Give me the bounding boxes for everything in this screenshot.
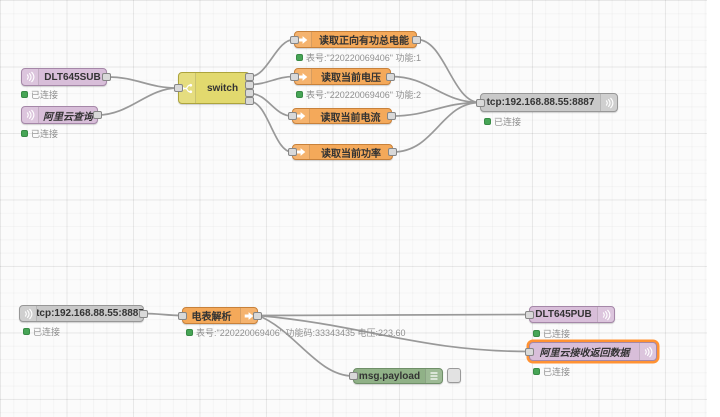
node-label: msg.payload <box>358 370 421 382</box>
node-status: 表号:"220220069406" 功能:2 <box>296 88 421 101</box>
node-label: tcp:192.168.88.55:8887 <box>37 308 143 319</box>
bridge-icon <box>22 69 39 85</box>
output-port[interactable] <box>139 309 148 318</box>
wire[interactable] <box>257 314 530 353</box>
wire[interactable] <box>249 100 293 153</box>
node-dlt645sub[interactable]: DLT645SUB <box>21 68 111 86</box>
node-label: 读取当前电流 <box>320 112 381 124</box>
output-port[interactable] <box>102 73 111 81</box>
wire[interactable] <box>416 38 481 104</box>
node-read-voltage[interactable]: 读取当前电压 <box>290 68 395 85</box>
bridge-icon <box>597 307 614 322</box>
node-label: 阿里云接收返回数据 <box>539 348 630 359</box>
node-label: 读取当前电压 <box>321 73 381 84</box>
bridge-icon <box>20 306 37 321</box>
arrow-right-icon <box>293 145 310 159</box>
arrow-right-icon <box>295 32 312 47</box>
node-label: 电表解析 <box>191 312 232 323</box>
switch-icon <box>179 73 196 103</box>
node-status: 已连接 <box>23 325 60 338</box>
output-port-3[interactable] <box>245 89 254 97</box>
status-dot-connected <box>484 118 491 125</box>
input-port[interactable] <box>476 98 485 107</box>
input-port[interactable] <box>349 372 358 380</box>
node-label: tcp:192.168.88.55:8887 <box>486 97 595 108</box>
input-port[interactable] <box>288 148 297 156</box>
node-switch[interactable]: switch <box>174 72 254 105</box>
status-dot-connected <box>296 54 303 61</box>
arrow-right-icon <box>293 109 310 123</box>
node-status: 已连接 <box>484 115 521 128</box>
status-dot-connected <box>186 329 193 336</box>
status-dot-connected <box>23 328 30 335</box>
node-tcp-in[interactable]: tcp:192.168.88.55:8887 <box>19 305 148 322</box>
debug-toggle-button[interactable] <box>447 368 461 383</box>
node-status: 已连接 <box>533 365 570 378</box>
node-debug[interactable]: msg.payload <box>349 368 443 384</box>
status-dot-connected <box>21 91 28 98</box>
input-port[interactable] <box>525 310 534 319</box>
input-port[interactable] <box>288 112 297 120</box>
status-dot-connected <box>21 130 28 137</box>
node-aliyun-query[interactable]: 阿里云查询 <box>21 106 102 124</box>
node-label: 阿里云查询 <box>43 111 93 123</box>
input-port[interactable] <box>525 347 534 356</box>
wire[interactable] <box>392 101 481 153</box>
node-status: 表号:"220220069406" 功能:1 <box>296 51 421 64</box>
node-label: DLT645SUB <box>44 71 101 83</box>
output-port-2[interactable] <box>245 81 254 89</box>
node-label: 读取当前功率 <box>321 148 381 160</box>
wire[interactable] <box>391 101 481 117</box>
input-port[interactable] <box>178 311 187 320</box>
output-port[interactable] <box>412 35 421 44</box>
wire[interactable] <box>97 87 179 116</box>
output-port[interactable] <box>387 112 396 120</box>
node-tcp-out[interactable]: tcp:192.168.88.55:8887 <box>476 93 618 112</box>
node-status: 表号:"220220069406" 功能码:33343435 电压:223.60 <box>186 326 406 339</box>
output-port[interactable] <box>388 148 397 156</box>
output-port[interactable] <box>253 311 262 320</box>
wire[interactable] <box>257 314 354 377</box>
wire[interactable] <box>106 76 179 89</box>
node-aliyun-receive[interactable]: 阿里云接收返回数据 <box>525 342 657 361</box>
arrow-right-icon <box>240 308 257 323</box>
node-dlt645pub[interactable]: DLT645PUB <box>525 306 615 323</box>
output-port[interactable] <box>386 72 395 81</box>
wire[interactable] <box>249 75 295 86</box>
node-label: DLT645PUB <box>535 309 592 320</box>
bridge-icon <box>22 107 39 123</box>
node-status: 已连接 <box>21 127 58 140</box>
node-read-power[interactable]: 读取当前功率 <box>288 144 397 160</box>
canvas-right-edge <box>707 0 720 417</box>
node-meter-parse[interactable]: 电表解析 <box>178 307 262 324</box>
wire[interactable] <box>143 312 183 317</box>
wire[interactable] <box>249 92 293 117</box>
input-port[interactable] <box>174 84 183 92</box>
node-label: switch <box>206 82 239 94</box>
node-read-total-energy[interactable]: 读取正向有功总电能 <box>290 31 421 48</box>
node-status: 已连接 <box>533 327 570 340</box>
status-dot-connected <box>533 368 540 375</box>
input-port[interactable] <box>290 35 299 44</box>
status-dot-connected <box>533 330 540 337</box>
node-label: 读取正向有功总电能 <box>319 36 409 47</box>
node-status: 已连接 <box>21 88 58 101</box>
output-port-1[interactable] <box>245 73 254 81</box>
output-port[interactable] <box>93 111 102 119</box>
bridge-icon <box>639 343 656 360</box>
debug-icon <box>425 369 442 383</box>
output-port-4[interactable] <box>245 97 254 105</box>
node-read-current[interactable]: 读取当前电流 <box>288 108 396 124</box>
input-port[interactable] <box>290 72 299 81</box>
wire[interactable] <box>249 38 295 78</box>
bridge-icon <box>600 94 617 111</box>
status-dot-connected <box>296 91 303 98</box>
wire[interactable] <box>390 75 481 104</box>
wire[interactable] <box>257 313 530 317</box>
arrow-right-icon <box>295 69 312 84</box>
